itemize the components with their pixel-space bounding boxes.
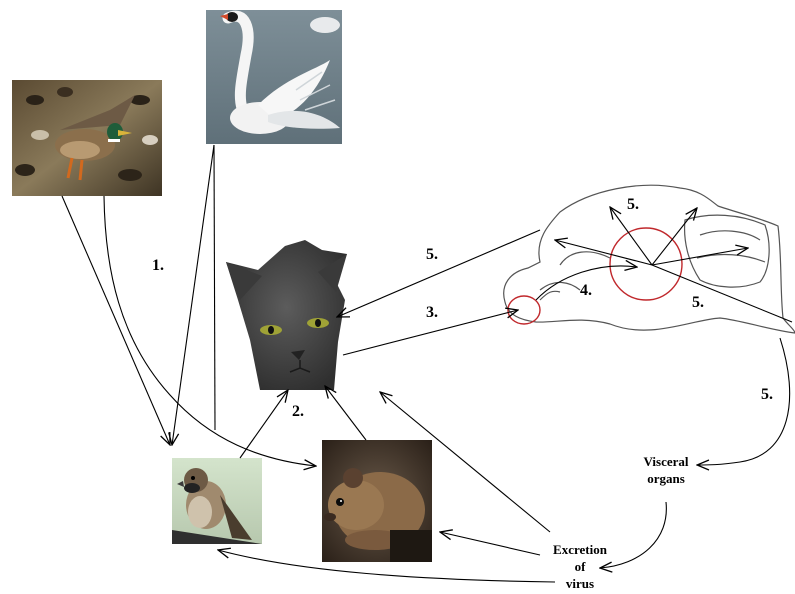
arrow-spread-1: [555, 240, 652, 265]
step-label-5-cat: 5.: [426, 247, 438, 263]
arrow-excretion-to-vole: [440, 532, 540, 555]
arrow-swan-to-sparrow: [172, 145, 214, 445]
arrow-duck-to-sparrow: [62, 196, 170, 445]
arrow-sparrow-to-cat: [240, 390, 288, 458]
step-label-5-spine: 5.: [761, 387, 773, 403]
excretion-of-virus-label: Excretion of virus: [536, 541, 624, 592]
step-label-1: 1.: [152, 258, 164, 274]
excretion-line-2: of: [536, 558, 624, 575]
step-label-5-brain-right: 5.: [692, 295, 704, 311]
arrow-spread-4: [652, 248, 748, 265]
step-label-4: 4.: [580, 283, 592, 299]
vole-photo: [322, 440, 432, 562]
visceral-line-1: Visceral: [624, 453, 708, 470]
sparrow-photo: [172, 458, 262, 544]
excretion-line-1: Excretion: [536, 541, 624, 558]
step-label-5-brain-top: 5.: [627, 197, 639, 213]
grey-cat-photo: [226, 240, 347, 390]
visceral-organs-label: Visceral organs: [624, 453, 708, 487]
arrow-spine-to-visceral: [697, 338, 790, 465]
line-spread-to-spine: [652, 265, 792, 322]
step-label-3: 3.: [426, 305, 438, 321]
visceral-line-2: organs: [624, 470, 708, 487]
swan-photo: [206, 10, 342, 144]
mallard-duck-photo: [12, 80, 162, 196]
arrow-spread-3: [652, 208, 697, 265]
arrow-vole-to-cat: [325, 386, 366, 440]
excretion-line-3: virus: [536, 575, 624, 592]
step-label-2: 2.: [292, 404, 304, 420]
line-swan-down: [214, 145, 215, 430]
brain-outline-drawing: [504, 185, 795, 333]
